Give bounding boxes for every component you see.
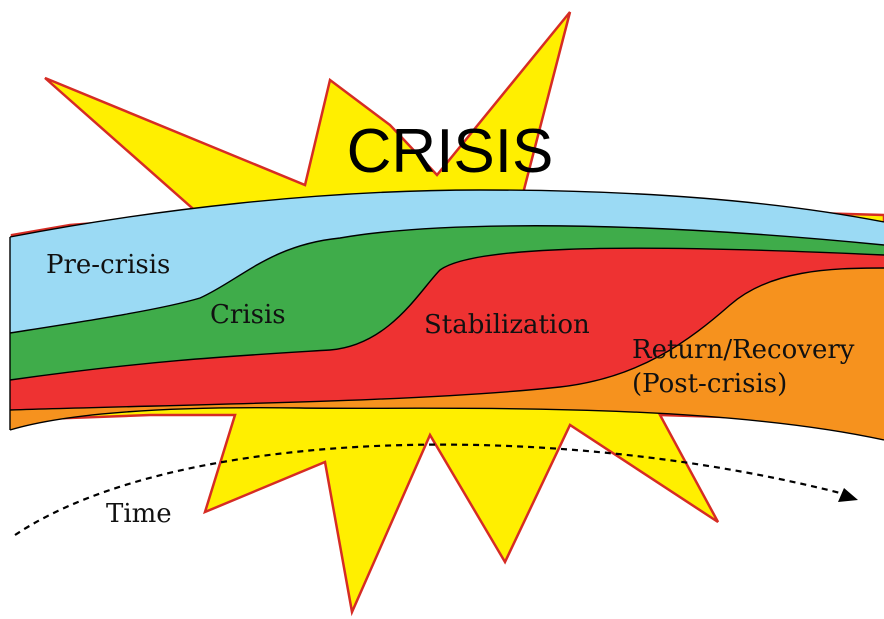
time-arrow-icon xyxy=(14,443,849,536)
time-arrowhead-icon xyxy=(838,488,858,502)
band-crisis xyxy=(10,225,884,380)
boundary-pre-crisis-crisis xyxy=(9,225,884,334)
boundary-crisis-stabilization xyxy=(9,247,884,381)
band-bottom-outline xyxy=(9,407,884,441)
title-crisis: CRISIS xyxy=(347,117,554,186)
band-recovery xyxy=(10,268,884,440)
label-post-crisis: (Post-crisis) xyxy=(632,369,787,399)
band-stabilization xyxy=(10,248,884,410)
label-recovery: Return/Recovery xyxy=(632,335,855,365)
label-stabilization: Stabilization xyxy=(424,310,590,340)
band-pre-crisis xyxy=(10,190,884,333)
label-time: Time xyxy=(106,499,172,529)
band-top-outline xyxy=(9,189,884,238)
label-crisis: Crisis xyxy=(210,300,286,330)
label-pre-crisis: Pre-crisis xyxy=(46,250,170,280)
boundary-stabilization-recovery xyxy=(9,267,884,411)
